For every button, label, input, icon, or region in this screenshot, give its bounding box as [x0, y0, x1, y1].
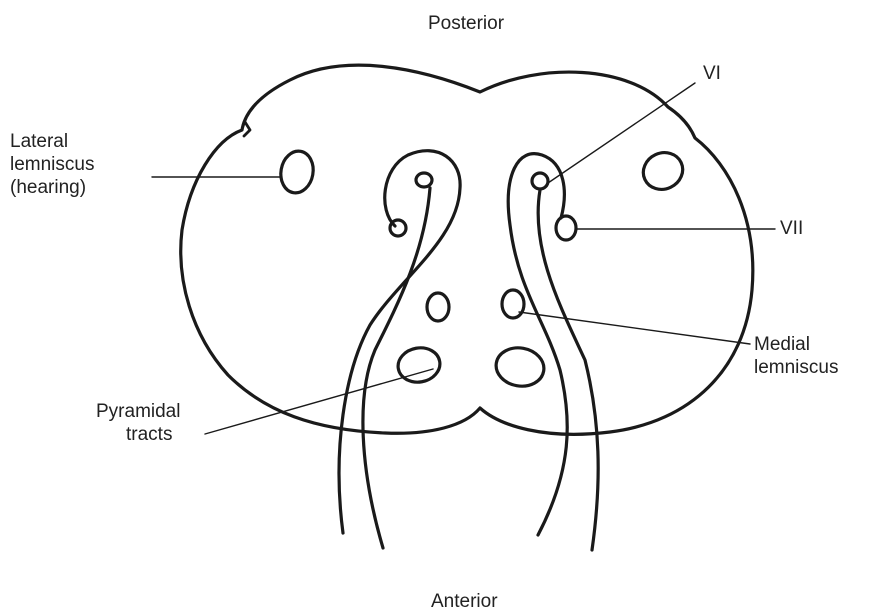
lateral-lemniscus-label: Lateral lemniscus (hearing) [10, 130, 94, 199]
lateral-lemniscus-right [637, 146, 688, 196]
lateral-lemniscus-left [278, 149, 317, 196]
posterior-label: Posterior [428, 12, 504, 35]
right-vii-nucleus [556, 216, 576, 240]
vi-leader [548, 83, 695, 183]
left-loop-inner [363, 188, 430, 548]
medial-lemniscus-leader [519, 312, 750, 344]
left-vii-nucleus [390, 220, 406, 236]
medial-lemniscus-line-2: lemniscus [754, 356, 838, 379]
medial-lemniscus-line-1: Medial [754, 333, 838, 356]
pyramidal-tracts-line-1: Pyramidal [96, 400, 180, 423]
lateral-lemniscus-line-3: (hearing) [10, 176, 94, 199]
left-vi-nucleus [416, 173, 432, 187]
outline-notch [244, 122, 250, 136]
medial-lemniscus-right [502, 290, 524, 318]
lateral-lemniscus-line-1: Lateral [10, 130, 94, 153]
lateral-lemniscus-line-2: lemniscus [10, 153, 94, 176]
pons-outline [181, 65, 753, 434]
pyramidal-tract-right [493, 344, 547, 390]
medial-lemniscus-label: Medial lemniscus [754, 333, 838, 379]
medial-lemniscus-left [427, 293, 449, 321]
vi-label: VI [703, 62, 721, 85]
left-loop-outer [339, 151, 460, 533]
right-vi-nucleus [532, 173, 548, 189]
vii-label: VII [780, 217, 803, 240]
right-loop-inner [538, 190, 598, 550]
pyramidal-tracts-label: Pyramidal tracts [96, 400, 180, 446]
pyramidal-tract-left [395, 345, 442, 386]
anterior-label: Anterior [431, 590, 498, 613]
pyramidal-tracts-line-2: tracts [96, 423, 180, 446]
